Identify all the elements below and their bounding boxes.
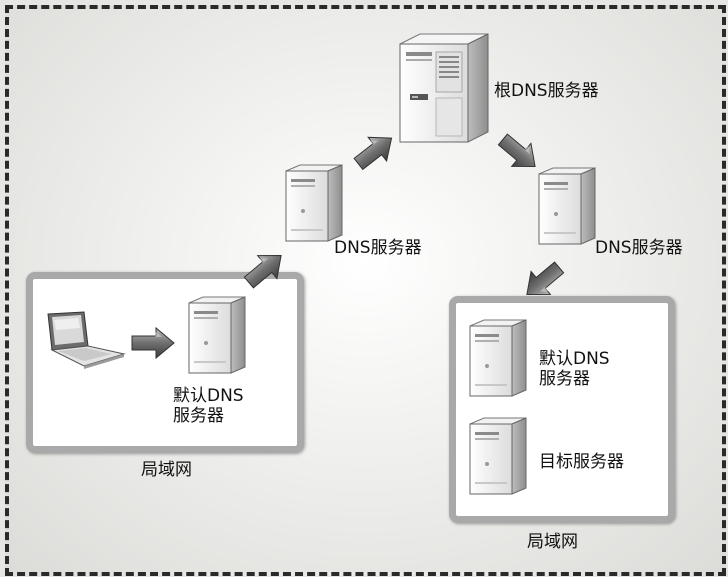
root-dns-server-label: 根DNS服务器 bbox=[494, 81, 599, 101]
arrow-up-right-icon bbox=[348, 125, 402, 177]
dns-server-right-label: DNS服务器 bbox=[595, 238, 683, 258]
left-default-dns-label: 默认DNS 服务器 bbox=[173, 386, 244, 426]
dns-server-middle-label: DNS服务器 bbox=[334, 238, 422, 258]
arrow-down-right-icon bbox=[492, 127, 546, 179]
right-default-dns-label: 默认DNS 服务器 bbox=[539, 349, 610, 389]
root-dns-server-icon bbox=[399, 33, 489, 143]
arrow-up-right-icon bbox=[238, 243, 292, 295]
left-default-dns-server-icon bbox=[188, 296, 246, 374]
right-lan-label: 局域网 bbox=[527, 532, 578, 552]
arrow-down-left-icon bbox=[516, 255, 570, 307]
target-server-icon bbox=[469, 417, 527, 495]
right-default-dns-server-icon bbox=[469, 319, 527, 397]
left-lan-label: 局域网 bbox=[141, 460, 192, 480]
left-lan-box bbox=[26, 272, 304, 453]
arrow-right-icon bbox=[131, 327, 175, 359]
dns-server-right-icon bbox=[538, 167, 596, 245]
laptop-icon bbox=[47, 311, 126, 369]
target-server-label: 目标服务器 bbox=[539, 452, 624, 472]
dns-server-middle-icon bbox=[285, 164, 343, 242]
